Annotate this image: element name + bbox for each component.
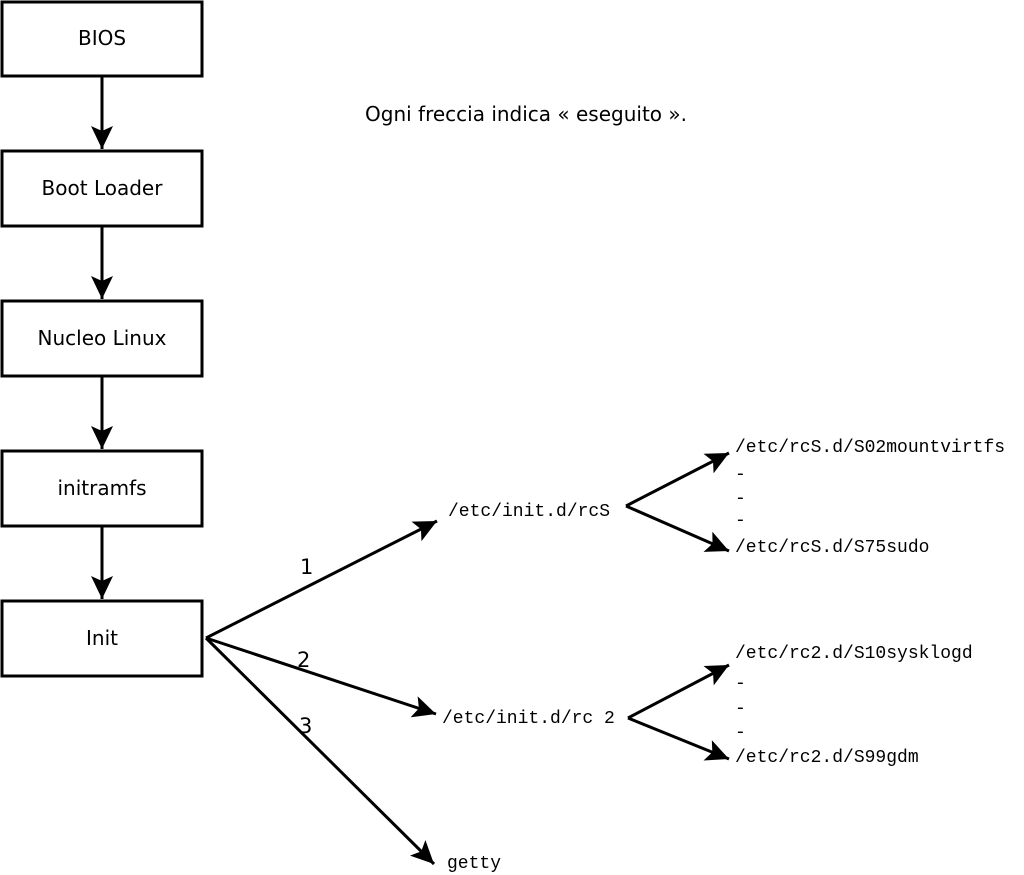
rc2-ellipsis-dash-3: -	[735, 723, 746, 743]
rcS-ellipsis-dash-2: -	[735, 489, 746, 509]
arrow-rcS-to-last-script	[625, 504, 730, 553]
node-getty: getty	[447, 854, 501, 874]
node-init-d-rcS: /etc/init.d/rcS	[448, 502, 610, 522]
branch-order-1: 1	[300, 555, 313, 579]
rc2-script-last: /etc/rc2.d/S99gdm	[735, 748, 919, 768]
arrow-rcS-to-first-script	[625, 451, 730, 508]
flow-box-bios: BIOS	[0, 0, 204, 78]
flow-box-boot-loader-label: Boot Loader	[42, 176, 164, 200]
flow-box-init-rect	[0, 599, 204, 678]
rcS-ellipsis-dash-1: -	[735, 465, 746, 485]
flow-box-initramfs-rect	[0, 449, 204, 528]
rc2-ellipsis-dash-2: -	[735, 699, 746, 719]
flow-box-bios-label: BIOS	[78, 26, 126, 50]
flow-box-init: Init	[0, 599, 204, 678]
arrow-init-to-rc2	[205, 636, 437, 718]
rcS-ellipsis-dash-3: -	[735, 511, 746, 531]
rcS-script-last: /etc/rcS.d/S75sudo	[735, 538, 929, 558]
rc2-ellipsis-dash-1: -	[735, 674, 746, 694]
flow-box-init-label: Init	[86, 626, 118, 650]
flow-box-nucleo-linux: Nucleo Linux	[0, 299, 204, 378]
flow-box-nucleo-linux-label: Nucleo Linux	[38, 326, 167, 350]
node-init-d-rc2: /etc/init.d/rc 2	[442, 709, 615, 729]
flow-box-boot-loader-rect	[0, 149, 204, 228]
rc2-script-first: /etc/rc2.d/S10sysklogd	[735, 644, 973, 664]
flow-box-boot-loader: Boot Loader	[0, 149, 204, 228]
arrow-init-to-rcS	[205, 519, 438, 640]
rcS-script-first: /etc/rcS.d/S02mountvirtfs	[735, 438, 1005, 458]
flow-box-initramfs: initramfs	[0, 449, 204, 528]
arrow-rc2-to-last-script	[627, 716, 730, 761]
arrow-init-to-getty	[204, 636, 436, 866]
diagram-note: Ogni freccia indica « eseguito ».	[365, 102, 687, 126]
branch-order-2: 2	[297, 648, 310, 672]
arrow-rc2-to-first-script	[627, 663, 730, 720]
flow-box-initramfs-label: initramfs	[57, 476, 146, 500]
flow-box-bios-rect	[0, 0, 204, 78]
branch-order-3: 3	[299, 714, 312, 738]
